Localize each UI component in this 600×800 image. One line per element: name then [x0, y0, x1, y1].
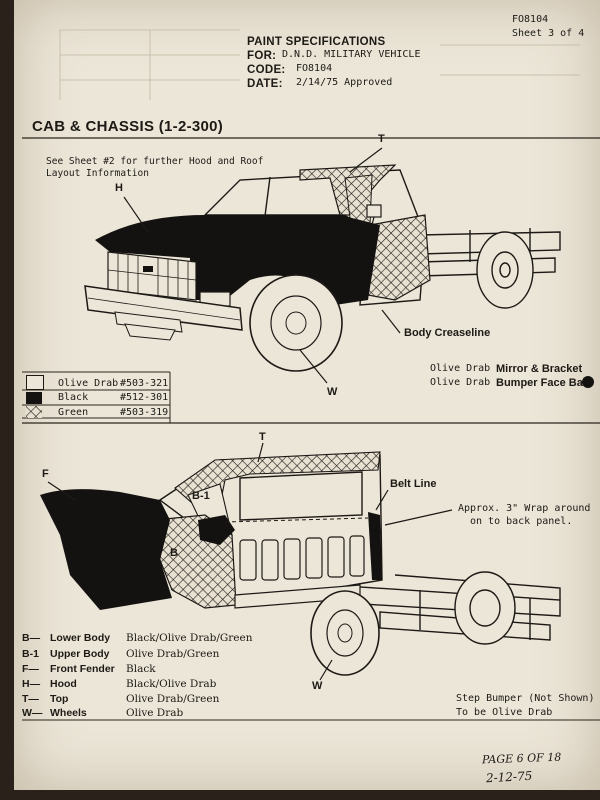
- mirror-note-prefix: Olive Drab: [430, 363, 491, 374]
- legend-green-name: Green: [58, 407, 89, 418]
- part-name: Top: [50, 693, 69, 705]
- part-colors: Black/Olive Drab/Green: [126, 632, 253, 644]
- part-name: Lower Body: [50, 632, 111, 644]
- wrap-note-line-2: on to back panel.: [470, 516, 573, 527]
- note-line-2: Layout Information: [46, 168, 149, 179]
- section-title: CAB & CHASSIS (1-2-300): [32, 118, 224, 135]
- note-line-1: See Sheet #2 for further Hood and Roof: [46, 156, 264, 167]
- swatch-olive: [26, 375, 44, 390]
- part-colors: Black/Olive Drab: [126, 678, 217, 690]
- step-bumper-line-2: To be Olive Drab: [456, 707, 553, 718]
- part-code: T—: [22, 693, 39, 705]
- part-colors: Olive Drab/Green: [126, 693, 220, 705]
- legend-olive-code: #503-321: [120, 378, 169, 389]
- date-label: DATE:: [247, 78, 283, 90]
- wrap-note-line-1: Approx. 3" Wrap around: [458, 503, 591, 514]
- top-callout-w: W: [327, 386, 338, 398]
- mirror-note-suffix: Mirror & Bracket: [496, 363, 583, 375]
- handwritten-date: 2-12-75: [485, 768, 533, 786]
- form-number: FO8104: [512, 14, 549, 25]
- bottom-callout-t: T: [259, 431, 266, 443]
- bottom-callout-b: B: [170, 547, 178, 559]
- hole-punch: [582, 376, 594, 388]
- bottom-callout-w: W: [312, 680, 323, 692]
- doc-title: PAINT SPECIFICATIONS: [247, 36, 386, 48]
- part-name: Front Fender: [50, 663, 115, 675]
- part-code: H—: [22, 678, 41, 690]
- bottom-callout-b1: B-1: [192, 490, 210, 502]
- for-label: FOR:: [247, 50, 277, 62]
- part-code: F—: [22, 663, 39, 675]
- part-name: Hood: [50, 678, 77, 690]
- legend-black-code: #512-301: [120, 392, 169, 403]
- belt-line-label: Belt Line: [390, 478, 437, 490]
- sheet-label: Sheet 3 of 4: [512, 28, 585, 39]
- step-bumper-line-1: Step Bumper (Not Shown): [456, 693, 595, 704]
- bumper-note-prefix: Olive Drab: [430, 377, 491, 388]
- document-page: [14, 0, 600, 790]
- code-label: CODE:: [247, 64, 286, 76]
- legend-black-name: Black: [58, 392, 89, 403]
- bowtie-emblem: [143, 266, 153, 272]
- part-code: B—: [22, 632, 41, 644]
- part-name: Upper Body: [50, 648, 110, 660]
- part-name: Wheels: [50, 707, 87, 719]
- handwritten-page-number: PAGE 6 OF 18: [481, 750, 562, 767]
- bottom-callout-f: F: [42, 468, 49, 480]
- part-code: B-1: [22, 648, 39, 660]
- swatch-black: [26, 392, 42, 404]
- body-creaseline-label: Body Creaseline: [404, 327, 491, 339]
- bumper-note-suffix: Bumper Face Bar: [496, 377, 588, 389]
- part-colors: Black: [126, 663, 156, 675]
- top-callout-h: H: [115, 182, 123, 194]
- for-value: D.N.D. MILITARY VEHICLE: [282, 49, 421, 60]
- part-colors: Olive Drab: [126, 707, 184, 719]
- part-colors: Olive Drab/Green: [126, 648, 220, 660]
- top-callout-t: T: [378, 133, 385, 145]
- date-value: 2/14/75 Approved: [296, 77, 393, 88]
- part-code: W—: [22, 707, 43, 719]
- swatch-green: [26, 406, 42, 418]
- legend-olive-name: Olive Drab: [58, 378, 119, 389]
- legend-green-code: #503-319: [120, 407, 169, 418]
- code-value: FO8104: [296, 63, 333, 74]
